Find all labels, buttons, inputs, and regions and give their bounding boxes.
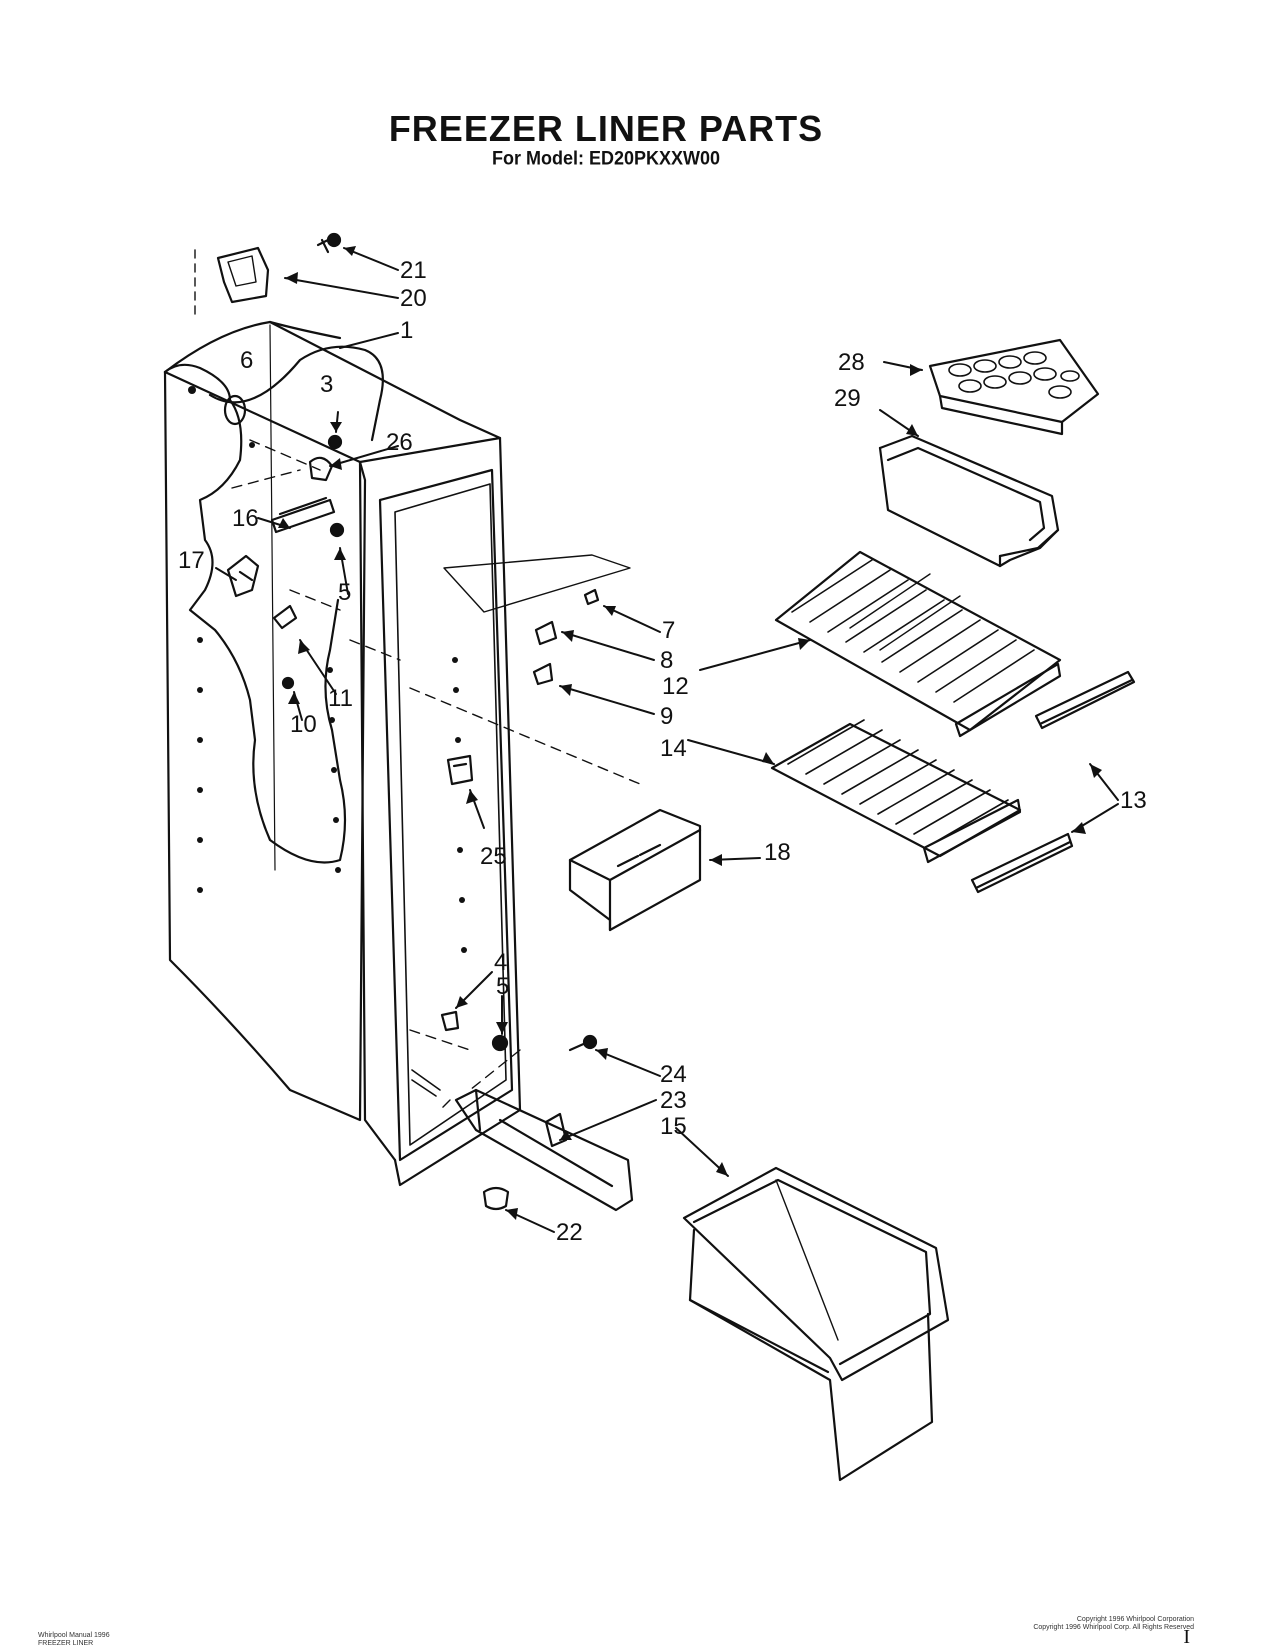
callout-21: 21 [400,257,427,284]
callout-4: 4 [494,949,507,976]
callout-13: 13 [1120,787,1147,814]
screw-3 [327,434,343,450]
front-cover [454,1088,634,1212]
lower-wire-shelf [770,719,1022,864]
callout-6: 6 [240,347,253,374]
footer-copyright: Copyright 1996 Whirlpool Corporation Cop… [1033,1616,1194,1632]
callout-5b: 5 [496,973,509,1000]
footer-right-line1: Copyright 1996 Whirlpool Corporation [1076,1616,1194,1623]
callout-3: 3 [320,371,333,398]
screw-5 [329,522,345,538]
callout-8: 8 [660,647,673,674]
screw-10 [281,676,295,690]
callout-1: 1 [400,317,413,344]
label-plate [443,554,631,613]
ice-bucket [878,434,1060,568]
upper-wire-shelf [774,550,1062,738]
arrowheads [278,246,1102,1220]
footer-right-line2: Copyright 1996 Whirlpool Corp. All Right… [1033,1624,1194,1631]
callout-9: 9 [660,703,673,730]
leveling-leg [482,1186,510,1211]
screw-21 [316,232,342,254]
callout-7: 7 [662,617,675,644]
callout-26: 26 [386,429,413,456]
clip-11 [272,604,298,630]
footer-left: Whirlpool Manual 1996 FREEZER LINER [38,1632,110,1648]
callout-17: 17 [178,547,205,574]
damper-17 [226,554,260,598]
callout-25: 25 [480,843,507,870]
page-mark: I [1183,1626,1190,1648]
callout-11: 11 [328,685,353,712]
control-housing [194,246,270,321]
page-title: FREEZER LINER PARTS [388,108,824,149]
callout-24: 24 [660,1061,687,1088]
model-subtitle: For Model: ED20PKXXW00 [491,146,721,169]
screw-24-head [582,1034,598,1050]
callout-15: 15 [660,1113,687,1140]
callout-labels: 21 20 1 6 3 26 16 17 5 11 10 28 29 7 8 1… [178,257,1147,1246]
callout-20: 20 [400,285,427,312]
light-shield [568,808,702,932]
shelf-support-lower [970,832,1074,894]
bracket-16 [270,496,336,534]
callout-5: 5 [338,579,351,606]
shelf-support-upper [1034,670,1136,730]
plug-6 [223,394,247,426]
freezer-basket [682,1166,950,1482]
callout-28: 28 [838,349,865,376]
clip-7 [583,588,600,606]
callout-10: 10 [290,711,317,738]
hinge-4 [440,1010,460,1032]
bracket-9 [532,662,554,686]
footer-left-line2: FREEZER LINER [38,1640,94,1647]
switch-25 [446,754,474,786]
clip-26 [308,456,334,482]
screw-5b [491,1034,509,1052]
callout-22: 22 [556,1219,583,1246]
callout-29: 29 [834,385,861,412]
callout-16: 16 [232,505,259,532]
bracket-8 [534,620,558,646]
freezer-liner [163,320,522,1187]
callout-14: 14 [660,735,687,762]
footer-left-line1: Whirlpool Manual 1996 [38,1632,110,1639]
callout-23: 23 [660,1087,687,1114]
callout-12: 12 [662,673,689,700]
callout-18: 18 [764,839,791,866]
ice-tray [928,338,1100,436]
